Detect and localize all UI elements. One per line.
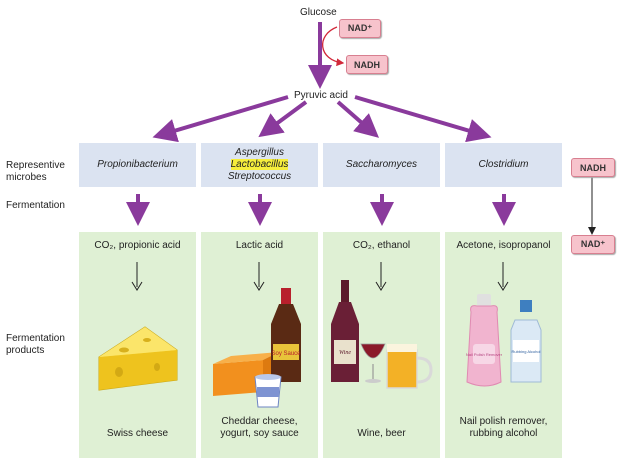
- food-line: Swiss cheese: [106, 428, 169, 439]
- swiss-cheese-illustration: [98, 262, 178, 391]
- microbe-name: Saccharomyces: [345, 159, 418, 170]
- microbe-name-highlighted: Lactobacillus: [230, 159, 289, 170]
- arrow-pyruvic-to-col2: [258, 100, 308, 138]
- product-text: CO₂, ethanol: [352, 240, 411, 251]
- cheddar-yogurt-soy-illustration: Soy Sauce: [213, 262, 301, 408]
- arrow-nad-to-nadh: [321, 26, 345, 67]
- microbe-name: Clostridium: [478, 159, 529, 170]
- food-line: Wine, beer: [357, 428, 406, 439]
- microbe-box-propionibacterium: Propionibacterium: [79, 143, 196, 187]
- food-name: Wine, beer: [323, 428, 440, 440]
- pyruvic-acid-label: Pyruvic acid: [294, 90, 348, 101]
- food-name: Nail polish remover, rubbing alcohol: [445, 416, 562, 440]
- microbe-name: Streptococcus: [227, 171, 292, 182]
- food-name: Cheddar cheese, yogurt, soy sauce: [201, 416, 318, 440]
- food-line: Nail polish remover,: [459, 416, 548, 427]
- food-line: rubbing alcohol: [469, 428, 538, 439]
- arrow-pyruvic-to-col4: [354, 95, 492, 143]
- nad-plus-pill: NAD⁺: [339, 19, 381, 38]
- food-line: yogurt, soy sauce: [220, 428, 299, 439]
- row-label-line: products: [6, 345, 45, 356]
- arrow-pyruvic-to-col1: [152, 95, 289, 143]
- product-text: Acetone, isopropanol: [456, 240, 551, 251]
- food-name: Swiss cheese: [79, 428, 196, 440]
- glucose-label: Glucose: [300, 7, 337, 18]
- product-box-propionic: CO₂, propionic acid Swiss cheese: [79, 232, 196, 458]
- nail-polish-label: Nail Polish Remover: [466, 352, 503, 357]
- product-box-ethanol: CO₂, ethanol Wine Wine, beer: [323, 232, 440, 458]
- product-text: Lactic acid: [235, 240, 284, 251]
- wine-label: Wine: [339, 350, 351, 356]
- rubbing-alcohol-label: Rubbing Alcohol: [512, 349, 541, 354]
- row-label-representative-microbes: Representive microbes: [6, 160, 65, 184]
- microbe-name: Aspergillus: [235, 147, 284, 158]
- nadh-pill-top: NADH: [346, 55, 388, 74]
- nail-polish-alcohol-illustration: Nail Polish Remover Rubbing Alcohol: [466, 262, 542, 387]
- row-label-fermentation: Fermentation: [6, 200, 65, 211]
- nadh-pill-right: NADH: [571, 158, 615, 177]
- food-line: Cheddar cheese,: [221, 416, 298, 427]
- row-label-line: Fermentation: [6, 333, 65, 344]
- product-box-acetone: Acetone, isopropanol Nail Polish Remover…: [445, 232, 562, 458]
- row-label-line: microbes: [6, 172, 47, 183]
- microbe-name: Propionibacterium: [97, 159, 178, 170]
- nad-plus-pill-right: NAD⁺: [571, 235, 615, 254]
- microbe-box-lactic: Aspergillus Lactobacillus Streptococcus: [201, 143, 318, 187]
- microbe-box-saccharomyces: Saccharomyces: [323, 143, 440, 187]
- arrow-pyruvic-to-col3: [336, 100, 380, 138]
- soy-sauce-label: Soy Sauce: [271, 351, 301, 357]
- product-box-lactic: Lactic acid Soy Sauce Cheddar cheese, yo…: [201, 232, 318, 458]
- row-label-line: Representive: [6, 160, 65, 171]
- row-label-fermentation-products: Fermentation products: [6, 333, 65, 357]
- microbe-box-clostridium: Clostridium: [445, 143, 562, 187]
- wine-beer-illustration: Wine: [331, 262, 433, 389]
- product-text: CO₂, propionic acid: [94, 240, 181, 251]
